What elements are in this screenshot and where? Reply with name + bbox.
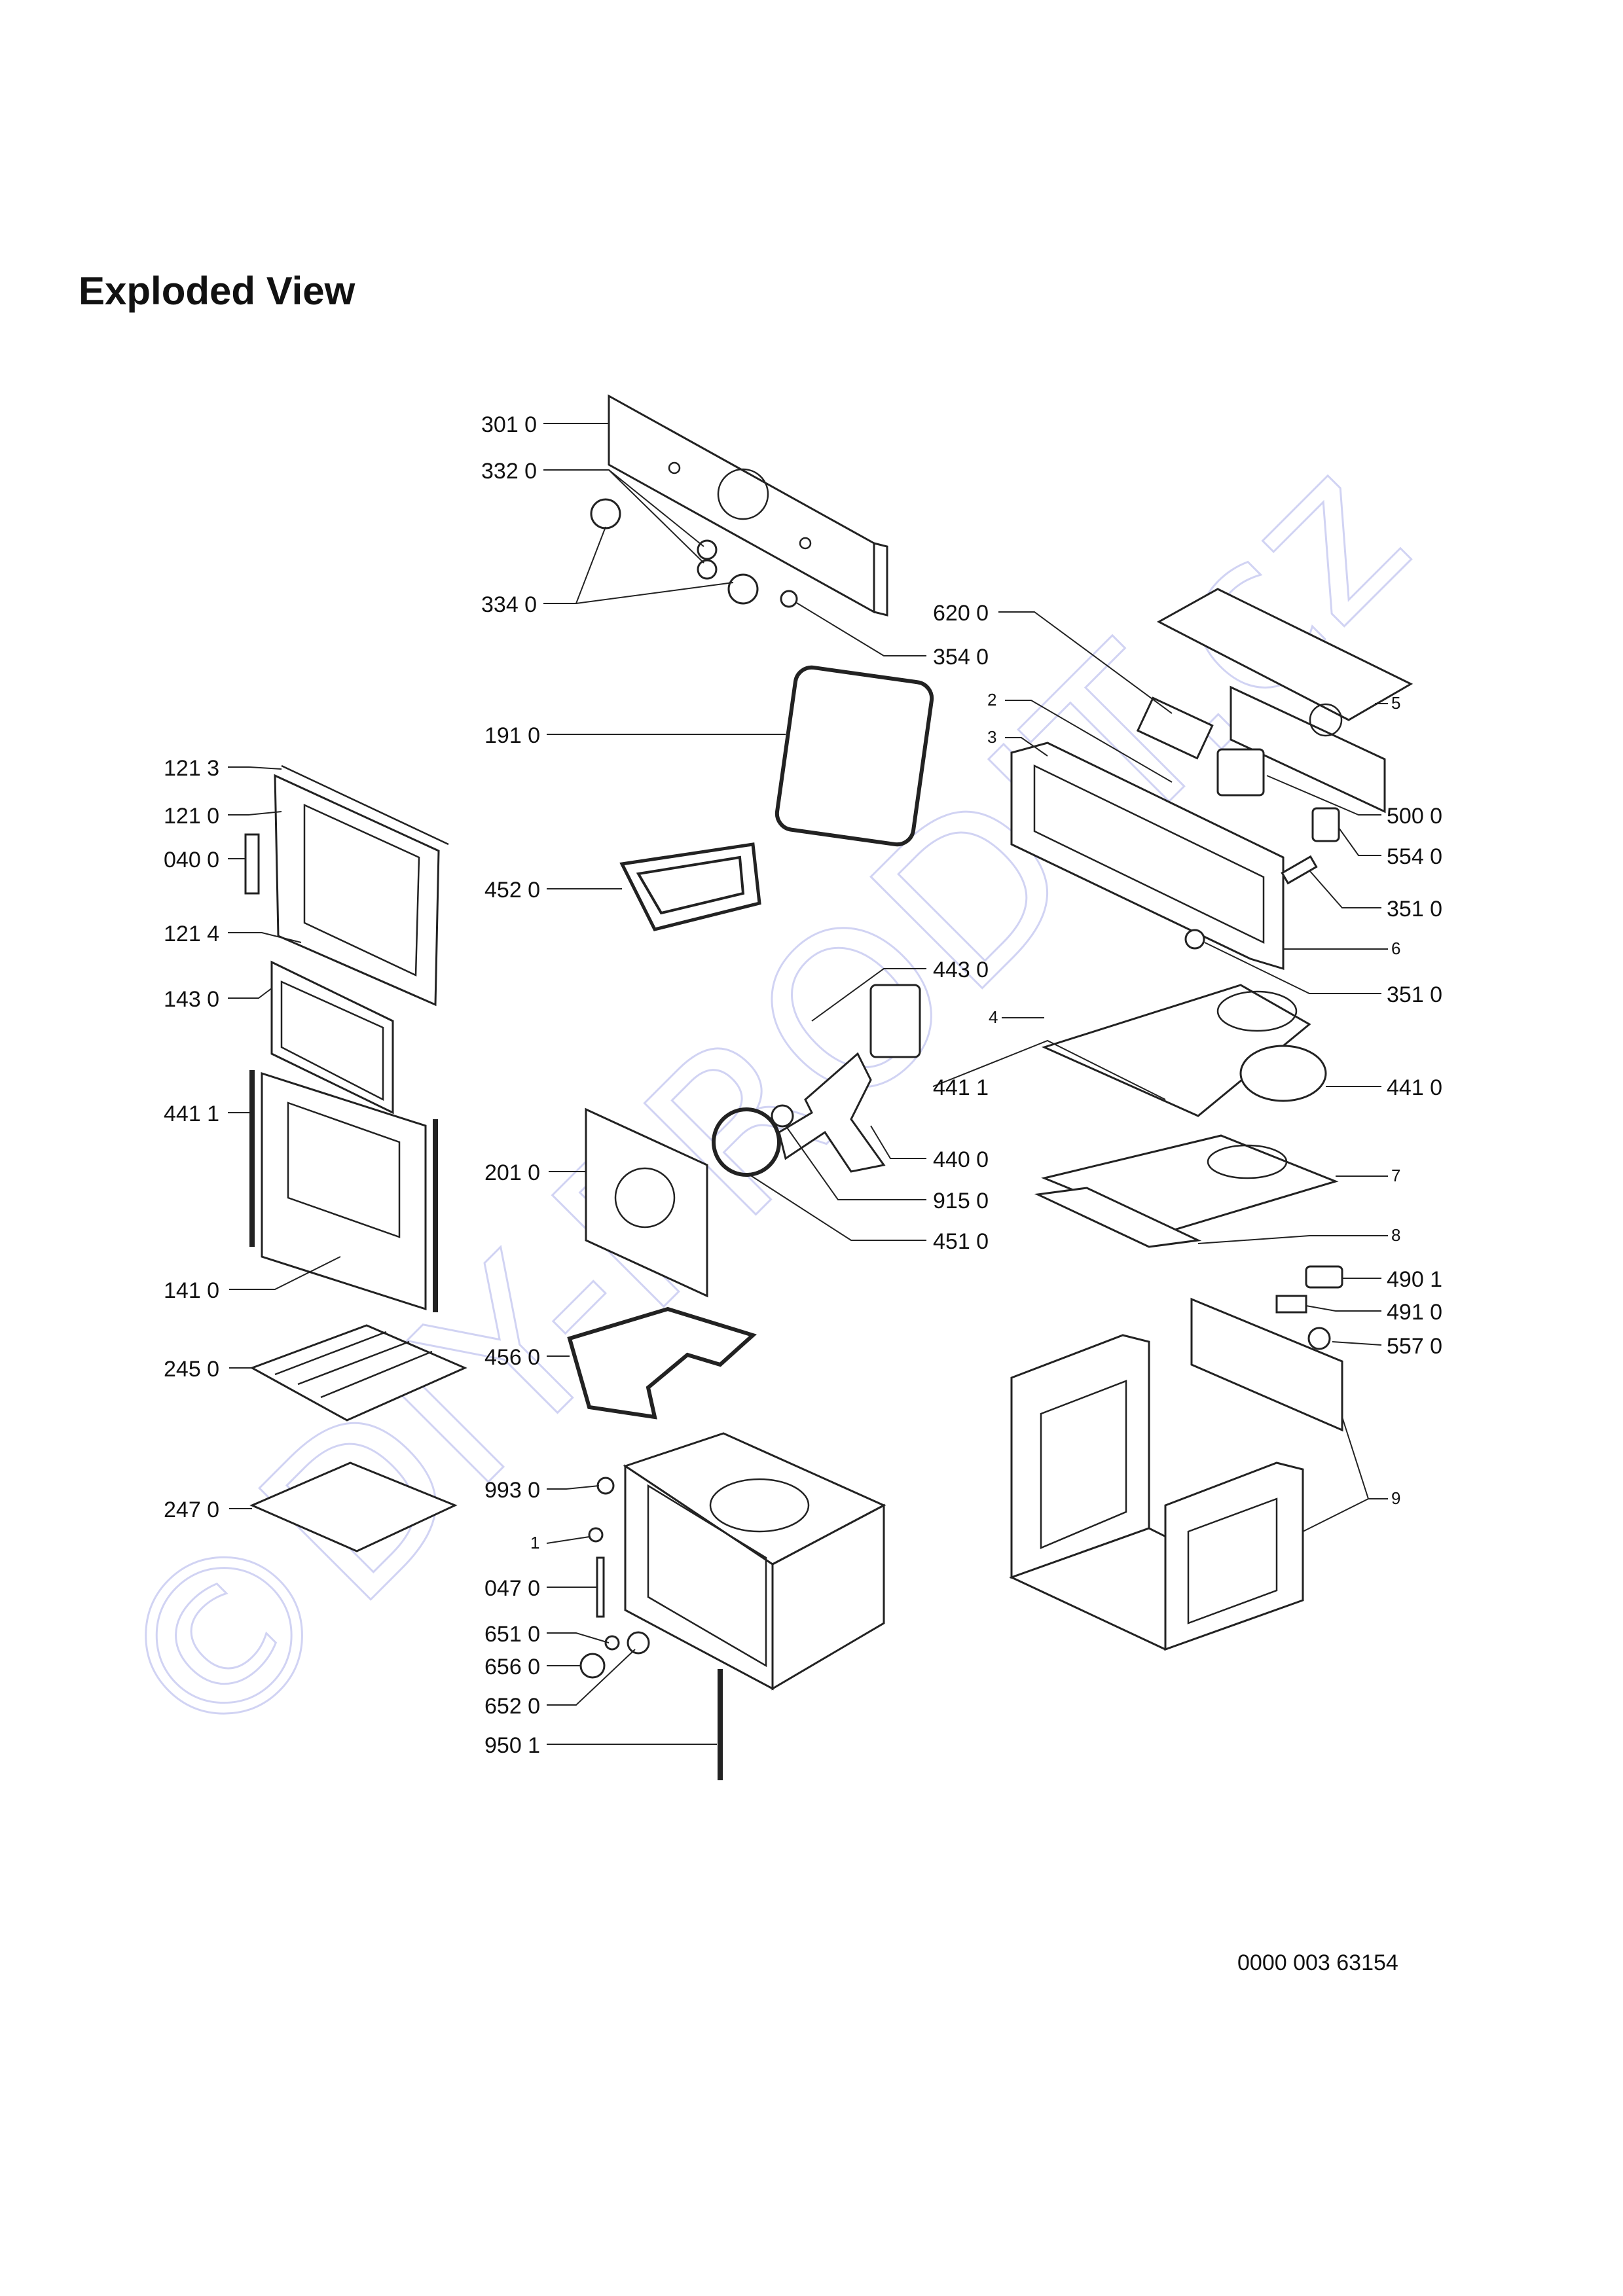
callout-label: 2	[987, 690, 996, 709]
callout-label: 201 0	[484, 1160, 540, 1185]
callout-label: 554 0	[1387, 844, 1442, 869]
callout-label: 915 0	[933, 1189, 989, 1213]
hinge-part	[244, 833, 260, 895]
callout-label: 557 0	[1387, 1334, 1442, 1359]
control-part	[1307, 1327, 1331, 1350]
cabinet-part	[1009, 1297, 1343, 1651]
door-frame-part	[274, 764, 449, 1007]
callout-label: 656 0	[484, 1655, 540, 1679]
lamp-part-2	[1184, 929, 1205, 950]
callout-label: 040 0	[164, 848, 219, 872]
callout-label: 301 0	[481, 412, 537, 437]
callout-label: 950 1	[484, 1733, 540, 1758]
callout-label: 351 0	[1387, 982, 1442, 1007]
callout-label: 247 0	[164, 1498, 219, 1522]
callout-label: 351 0	[1387, 897, 1442, 922]
callout-label: 451 0	[933, 1229, 989, 1254]
callout-label: 452 0	[484, 878, 540, 903]
callout-label: 245 0	[164, 1357, 219, 1382]
baking-tray-part	[249, 1462, 458, 1552]
callout-label: 047 0	[484, 1576, 540, 1601]
callout-label: 651 0	[484, 1622, 540, 1647]
lamp-part	[1281, 855, 1318, 885]
callout-label: 143 0	[164, 987, 219, 1012]
fan-cover-part	[585, 1107, 708, 1298]
callout-label: 443 0	[933, 958, 989, 982]
lamp-holder-part	[1305, 1265, 1343, 1289]
callout-label: 440 0	[933, 1147, 989, 1172]
callout-label: 652 0	[484, 1694, 540, 1719]
callout-label: 141 0	[164, 1278, 219, 1303]
circular-element-part	[712, 1107, 781, 1177]
callout-label: 441 1	[164, 1102, 219, 1126]
bottom-element-part	[567, 1306, 757, 1420]
connector-part	[1275, 1295, 1307, 1314]
wire-shelf-part	[249, 1324, 467, 1422]
control-panel-part	[608, 394, 888, 617]
callout-label: 5	[1391, 693, 1400, 713]
callout-label: 500 0	[1387, 804, 1442, 829]
callout-label: 332 0	[481, 459, 537, 484]
small-fittings-part	[579, 1477, 650, 1679]
callout-labels: 301 0 332 0 334 0 354 0 620 0 5 2 3 500 …	[164, 412, 1442, 1758]
thermostat-part	[1216, 748, 1265, 797]
selector-switch-part	[1311, 807, 1340, 842]
callout-label: 993 0	[484, 1478, 540, 1503]
callout-label: 441 1	[933, 1075, 989, 1100]
callout-label: 354 0	[933, 645, 989, 670]
leader-lines	[228, 423, 1388, 1745]
page-title: Exploded View	[79, 269, 356, 313]
callout-label: 490 1	[1387, 1267, 1442, 1292]
deflector-part	[1034, 1187, 1202, 1248]
callout-label: 191 0	[484, 723, 540, 748]
callout-label: 334 0	[481, 592, 537, 617]
callout-label: 121 0	[164, 804, 219, 829]
callout-label: 6	[1391, 939, 1400, 958]
grill-element-part	[619, 842, 761, 931]
terminal-block-part	[1136, 696, 1214, 760]
callout-label: 121 4	[164, 922, 219, 946]
door-gasket-part	[775, 665, 934, 847]
duct-cover-part	[1041, 984, 1311, 1117]
callout-label: 441 0	[1387, 1075, 1442, 1100]
document-number: 0000 003 63154	[1237, 1950, 1398, 1975]
inner-glass-part	[270, 960, 394, 1115]
callout-label: 121 3	[164, 756, 219, 781]
callout-label: 8	[1391, 1225, 1400, 1245]
callout-label: 1	[530, 1533, 539, 1552]
fan-motor-part	[869, 984, 921, 1058]
top-cover-part	[1156, 588, 1413, 814]
callout-label: 7	[1391, 1166, 1400, 1185]
callout-label: 3	[987, 727, 996, 747]
front-frame-part	[1010, 742, 1285, 971]
callout-label: 4	[989, 1007, 998, 1027]
callout-label: 9	[1391, 1488, 1400, 1508]
oven-cavity-part	[623, 1432, 886, 1691]
outer-door-part	[261, 1071, 427, 1311]
callout-label: 491 0	[1387, 1300, 1442, 1325]
callout-label: 620 0	[933, 601, 989, 626]
callout-label: 456 0	[484, 1345, 540, 1370]
fan-blade-part	[771, 1052, 886, 1173]
tangential-fan-part	[1239, 1045, 1327, 1102]
